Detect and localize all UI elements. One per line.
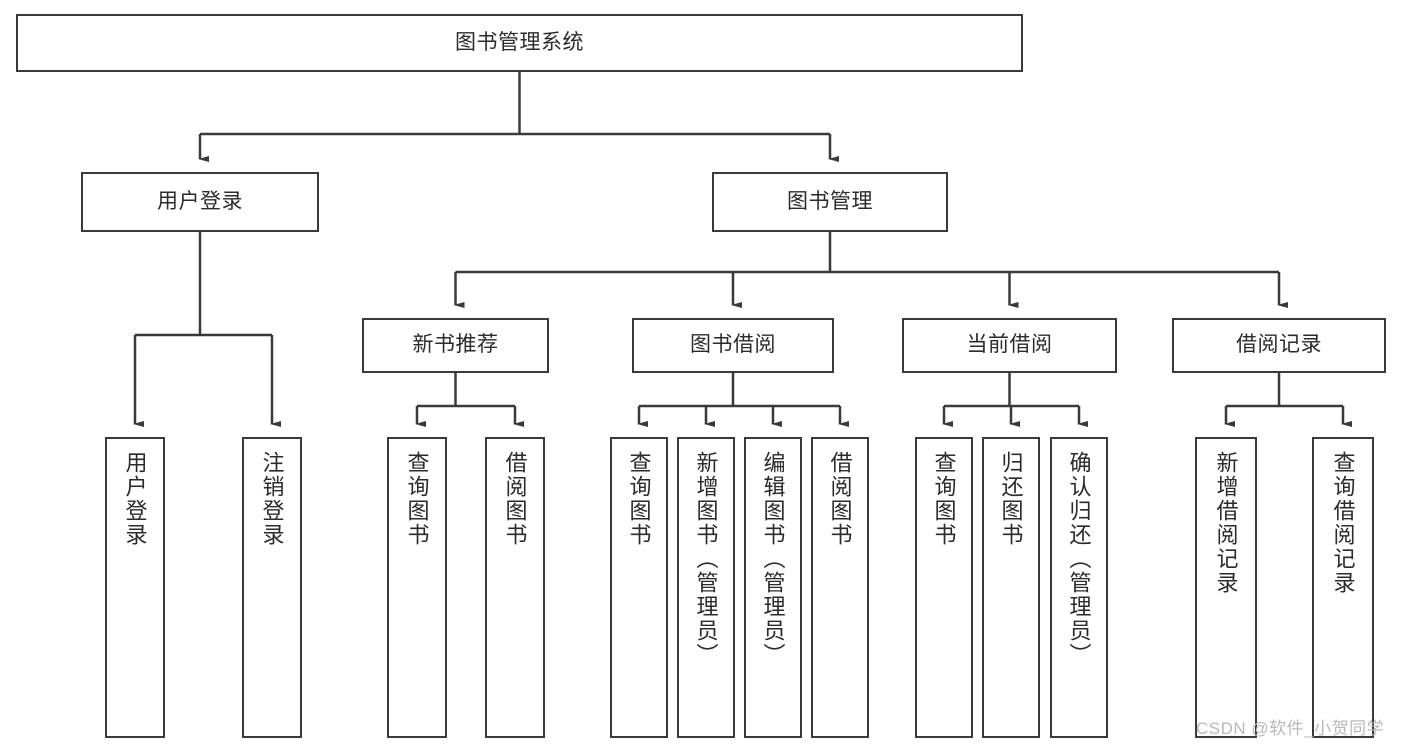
node-label: 用户登录 [157, 189, 243, 213]
node-label: 查询图书 [626, 451, 652, 547]
node-book-manage[interactable]: 图书管理 [712, 172, 948, 232]
node-label: 借阅图书 [502, 451, 528, 547]
node-label: 查询图书 [404, 451, 430, 547]
node-leaf-query-record[interactable]: 查询借阅记录 [1312, 437, 1374, 738]
node-label: 查询借阅记录 [1330, 451, 1356, 595]
node-label: 编辑图书（管理员） [760, 451, 786, 667]
node-leaf-borrow-book-rec[interactable]: 借阅图书 [485, 437, 545, 738]
node-leaf-borrow-book[interactable]: 借阅图书 [811, 437, 869, 738]
node-label: 图书管理系统 [455, 30, 584, 54]
node-leaf-return-book[interactable]: 归还图书 [982, 437, 1040, 738]
node-leaf-user-login[interactable]: 用户登录 [105, 437, 165, 738]
node-label: 图书管理 [787, 189, 873, 213]
node-label: 借阅图书 [827, 451, 853, 547]
node-root[interactable]: 图书管理系统 [16, 14, 1023, 72]
node-label: 新增借阅记录 [1213, 451, 1239, 595]
node-leaf-logout[interactable]: 注销登录 [242, 437, 302, 738]
node-label: 查询图书 [931, 451, 957, 547]
node-label: 确认归还（管理员） [1066, 451, 1092, 667]
node-leaf-add-record[interactable]: 新增借阅记录 [1195, 437, 1257, 738]
node-new-book-rec[interactable]: 新书推荐 [362, 318, 549, 373]
node-borrow-record[interactable]: 借阅记录 [1172, 318, 1386, 373]
node-label: 当前借阅 [966, 333, 1053, 357]
node-leaf-edit-book[interactable]: 编辑图书（管理员） [744, 437, 802, 738]
node-book-borrow[interactable]: 图书借阅 [632, 318, 834, 373]
node-current-borrow[interactable]: 当前借阅 [902, 318, 1117, 373]
csdn-watermark: CSDN @软件_小贺同学 [1196, 719, 1385, 738]
node-label: 新书推荐 [412, 333, 499, 357]
node-user-login[interactable]: 用户登录 [81, 172, 319, 232]
node-leaf-query-book[interactable]: 查询图书 [610, 437, 668, 738]
node-leaf-query-book-cur[interactable]: 查询图书 [915, 437, 973, 738]
node-leaf-query-book-rec[interactable]: 查询图书 [387, 437, 447, 738]
node-label: 归还图书 [998, 451, 1024, 547]
node-label: 注销登录 [259, 451, 285, 547]
node-label: 图书借阅 [690, 333, 776, 357]
node-label: 借阅记录 [1236, 333, 1322, 357]
node-label: 用户登录 [122, 451, 148, 547]
node-leaf-confirm-return[interactable]: 确认归还（管理员） [1050, 437, 1108, 738]
node-label: 新增图书（管理员） [693, 451, 719, 667]
node-leaf-add-book[interactable]: 新增图书（管理员） [677, 437, 735, 738]
